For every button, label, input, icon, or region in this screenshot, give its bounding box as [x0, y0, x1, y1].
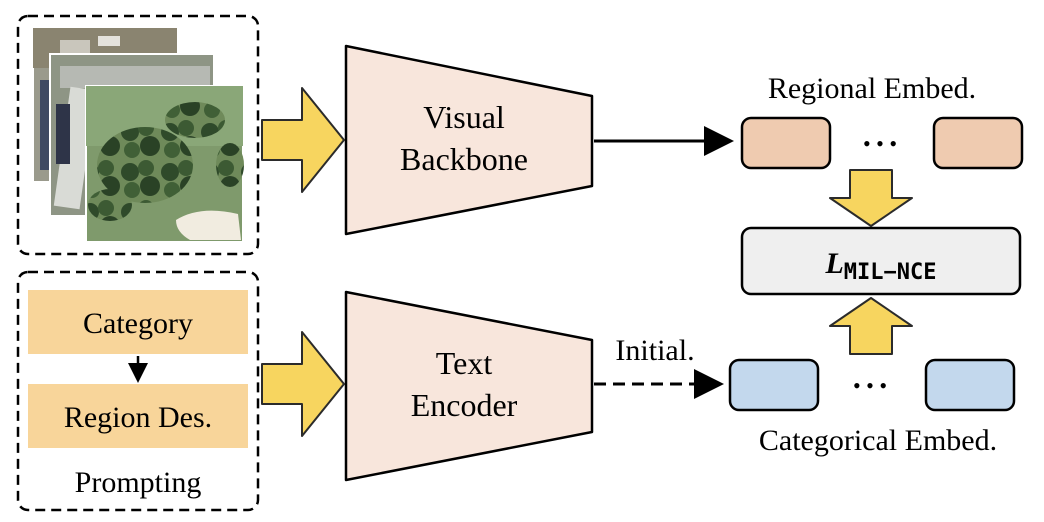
categorical-embed-label: Categorical Embed. — [759, 424, 997, 457]
categorical-embed-dots: • • • — [853, 373, 887, 398]
loss-formula: LMIL−NCE — [824, 247, 936, 285]
text-encoder-line1: Text — [436, 345, 493, 381]
visual-backbone-line1: Visual — [423, 99, 505, 135]
categorical-embed-token-last — [924, 358, 1016, 412]
categorical-embed-token-first — [728, 358, 820, 412]
regional-embed-token-last — [932, 116, 1024, 170]
categorical-to-loss-arrow — [829, 297, 913, 355]
visual-backbone-line2: Backbone — [400, 141, 528, 177]
loss-symbol: L — [824, 247, 843, 280]
prompt-to-encoder-arrow — [261, 331, 345, 437]
loss-box — [740, 226, 1022, 296]
text-encoder-line2: Encoder — [411, 387, 518, 423]
prompting-box — [16, 270, 260, 512]
satellite-image-front — [85, 85, 244, 243]
loss-subscript: MIL−NCE — [844, 260, 937, 285]
image-stack-box — [16, 14, 260, 256]
image-to-backbone-arrow — [261, 87, 345, 193]
init-label: Initial. — [615, 334, 694, 367]
region-des-label: Region Des. — [64, 401, 212, 434]
category-box — [28, 290, 248, 354]
regional-embed-token-first — [740, 116, 832, 170]
regional-to-loss-arrow — [829, 169, 913, 227]
category-label: Category — [83, 307, 193, 340]
region-des-box — [28, 384, 248, 448]
prompting-label: Prompting — [75, 466, 202, 499]
text-encoder — [344, 290, 594, 482]
regional-embed-dots: • • • — [863, 131, 897, 156]
regional-embed-label: Regional Embed. — [768, 72, 976, 105]
visual-backbone — [344, 44, 594, 236]
